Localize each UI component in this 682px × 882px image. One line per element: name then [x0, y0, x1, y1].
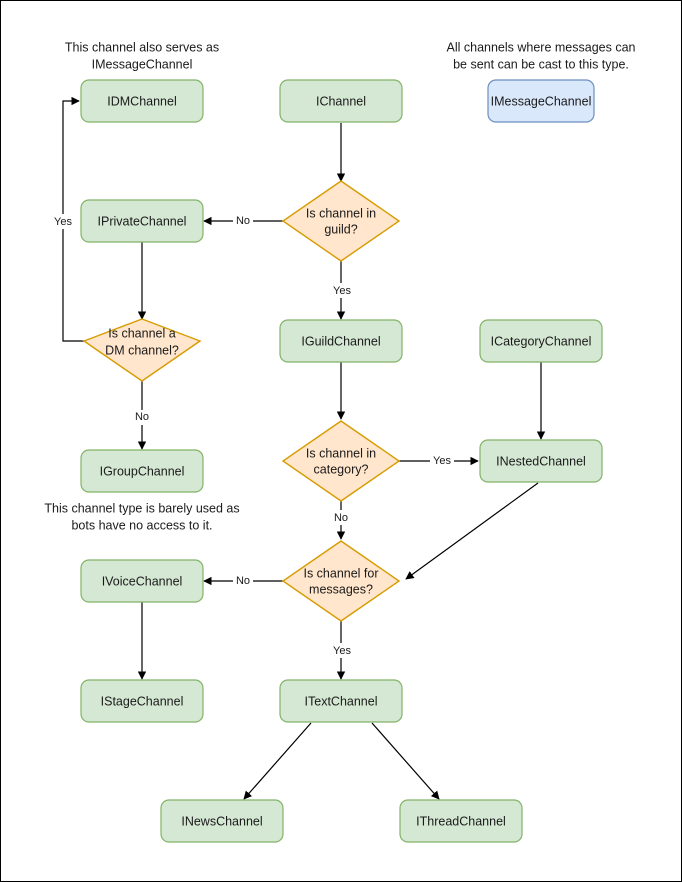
decision-is-for-messages-line1: Is channel for	[303, 566, 378, 580]
node-iprivate-channel-label: IPrivateChannel	[98, 214, 187, 228]
node-iguild-channel-label: IGuildChannel	[301, 334, 380, 348]
node-igroup-channel-shape[interactable]	[80, 449, 204, 493]
note-group-line2: bots have no access to it.	[71, 518, 212, 532]
node-itext-channel[interactable]: ITextChannel	[279, 679, 403, 723]
decision-is-in-guild-line1: Is channel in	[306, 206, 376, 220]
node-imessage-channel[interactable]: IMessageChannel	[487, 79, 595, 123]
edge-labels-layer: No Yes Yes No Yes No No Yes	[52, 213, 454, 658]
node-itext-channel-shape[interactable]	[279, 679, 403, 723]
node-ithread-channel[interactable]: IThreadChannel	[399, 799, 523, 843]
node-idm-channel-shape[interactable]	[80, 79, 204, 123]
node-ichannel[interactable]: IChannel	[279, 79, 403, 123]
node-inested-channel-shape[interactable]	[479, 439, 603, 483]
decision-is-dm-channel-line1: Is channel a	[108, 326, 175, 340]
node-iprivate-channel-shape[interactable]	[80, 199, 204, 243]
edge-itext-channel-to-inews-channel	[243, 722, 312, 800]
node-idm-channel-label: IDMChannel	[107, 94, 176, 108]
edge-label-messages-yes: Yes	[333, 645, 351, 657]
note-dm-line2: IMessageChannel	[92, 57, 193, 71]
node-iguild-channel-shape[interactable]	[279, 319, 403, 363]
node-inews-channel-label: INewsChannel	[181, 814, 262, 828]
edge-label-guild-no: No	[236, 215, 250, 227]
decision-is-in-category-line2: category?	[314, 462, 369, 476]
node-istage-channel[interactable]: IStageChannel	[80, 679, 204, 723]
node-ichannel-shape[interactable]	[279, 79, 403, 123]
edge-label-dm-no: No	[135, 411, 149, 423]
node-inews-channel[interactable]: INewsChannel	[160, 799, 284, 843]
decision-is-in-category-shape[interactable]	[281, 420, 401, 502]
decision-is-dm-channel-line2: DM channel?	[105, 343, 179, 357]
decision-is-in-category-line1: Is channel in	[306, 446, 376, 460]
notes-layer: This channel also serves as IMessageChan…	[44, 40, 635, 532]
edge-label-messages-no: No	[236, 575, 250, 587]
node-inews-channel-shape[interactable]	[160, 799, 284, 843]
node-ivoice-channel-shape[interactable]	[80, 559, 204, 603]
decision-is-in-category[interactable]: Is channel in category?	[281, 420, 401, 502]
node-igroup-channel-label: IGroupChannel	[100, 464, 185, 478]
node-inested-channel[interactable]: INestedChannel	[479, 439, 603, 483]
node-ichannel-label: IChannel	[316, 94, 366, 108]
decision-is-in-guild[interactable]: Is channel in guild?	[281, 180, 401, 262]
node-itext-channel-label: ITextChannel	[305, 694, 378, 708]
node-ivoice-channel[interactable]: IVoiceChannel	[80, 559, 204, 603]
decision-is-dm-channel-shape[interactable]	[82, 318, 202, 382]
edge-inested-channel-to-is-for-messages	[405, 482, 539, 580]
decision-is-dm-channel[interactable]: Is channel a DM channel?	[82, 318, 202, 382]
decision-is-in-guild-shape[interactable]	[281, 180, 401, 262]
node-iguild-channel[interactable]: IGuildChannel	[279, 319, 403, 363]
edge-label-dm-yes: Yes	[54, 216, 72, 228]
node-istage-channel-label: IStageChannel	[101, 694, 184, 708]
node-igroup-channel[interactable]: IGroupChannel	[80, 449, 204, 493]
node-ithread-channel-label: IThreadChannel	[416, 814, 506, 828]
node-icategory-channel[interactable]: ICategoryChannel	[479, 319, 603, 363]
node-istage-channel-shape[interactable]	[80, 679, 204, 723]
note-group-line1: This channel type is barely used as	[44, 501, 239, 515]
nodes-layer: IDMChannel IChannel IMessageChannel Is c…	[80, 79, 603, 843]
edge-itext-channel-to-ithread-channel	[371, 722, 440, 800]
note-message-line2: be sent can be cast to this type.	[453, 57, 629, 71]
edge-label-category-no: No	[334, 512, 348, 524]
edge-label-guild-yes: Yes	[333, 285, 351, 297]
note-message-line1: All channels where messages can	[447, 40, 636, 54]
node-iprivate-channel[interactable]: IPrivateChannel	[80, 199, 204, 243]
node-imessage-channel-label: IMessageChannel	[491, 94, 592, 108]
note-dm-line1: This channel also serves as	[65, 40, 219, 54]
node-ithread-channel-shape[interactable]	[399, 799, 523, 843]
node-imessage-channel-shape[interactable]	[487, 79, 595, 123]
node-ivoice-channel-label: IVoiceChannel	[102, 574, 183, 588]
decision-is-in-guild-line2: guild?	[324, 222, 357, 236]
node-inested-channel-label: INestedChannel	[496, 454, 586, 468]
node-icategory-channel-label: ICategoryChannel	[491, 334, 592, 348]
decision-is-for-messages[interactable]: Is channel for messages?	[281, 540, 401, 622]
node-icategory-channel-shape[interactable]	[479, 319, 603, 363]
edge-label-category-yes: Yes	[433, 455, 451, 467]
node-idm-channel[interactable]: IDMChannel	[80, 79, 204, 123]
decision-is-for-messages-shape[interactable]	[281, 540, 401, 622]
decision-is-for-messages-line2: messages?	[309, 582, 373, 596]
